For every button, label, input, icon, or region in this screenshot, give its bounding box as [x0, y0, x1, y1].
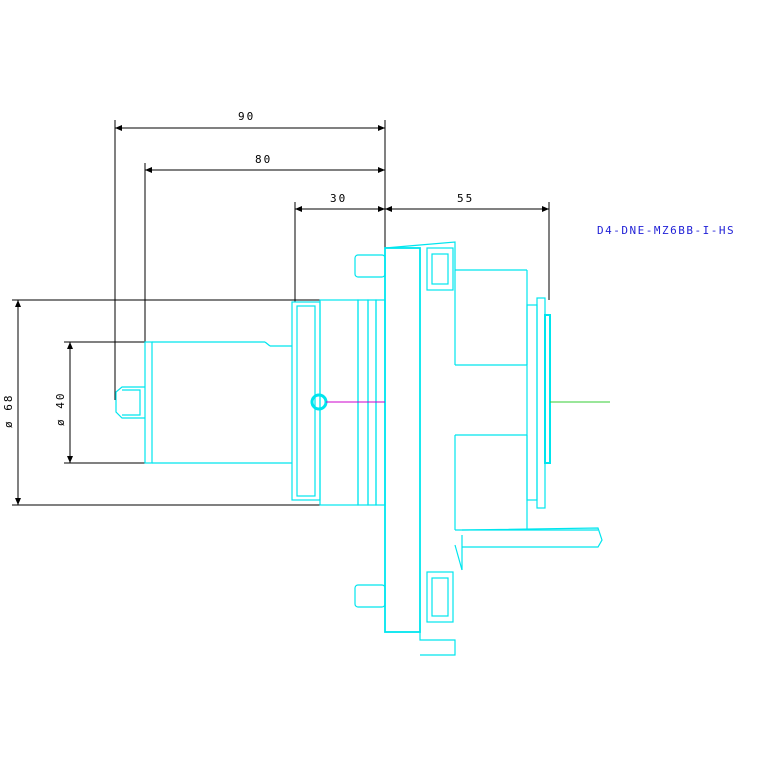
dim-30-label: 30 — [330, 192, 347, 205]
dimension-lines — [12, 120, 550, 506]
part-code-label: D4-DNE-MZ6BB-I-HS — [597, 224, 735, 237]
dim-55-label: 55 — [457, 192, 474, 205]
dim-90-label: 90 — [238, 110, 255, 123]
dim-80-label: 80 — [255, 153, 272, 166]
part-outline — [115, 241, 603, 656]
dim-dia68-label: ø 68 — [2, 394, 15, 429]
dim-dia40-label: ø 40 — [54, 392, 67, 427]
